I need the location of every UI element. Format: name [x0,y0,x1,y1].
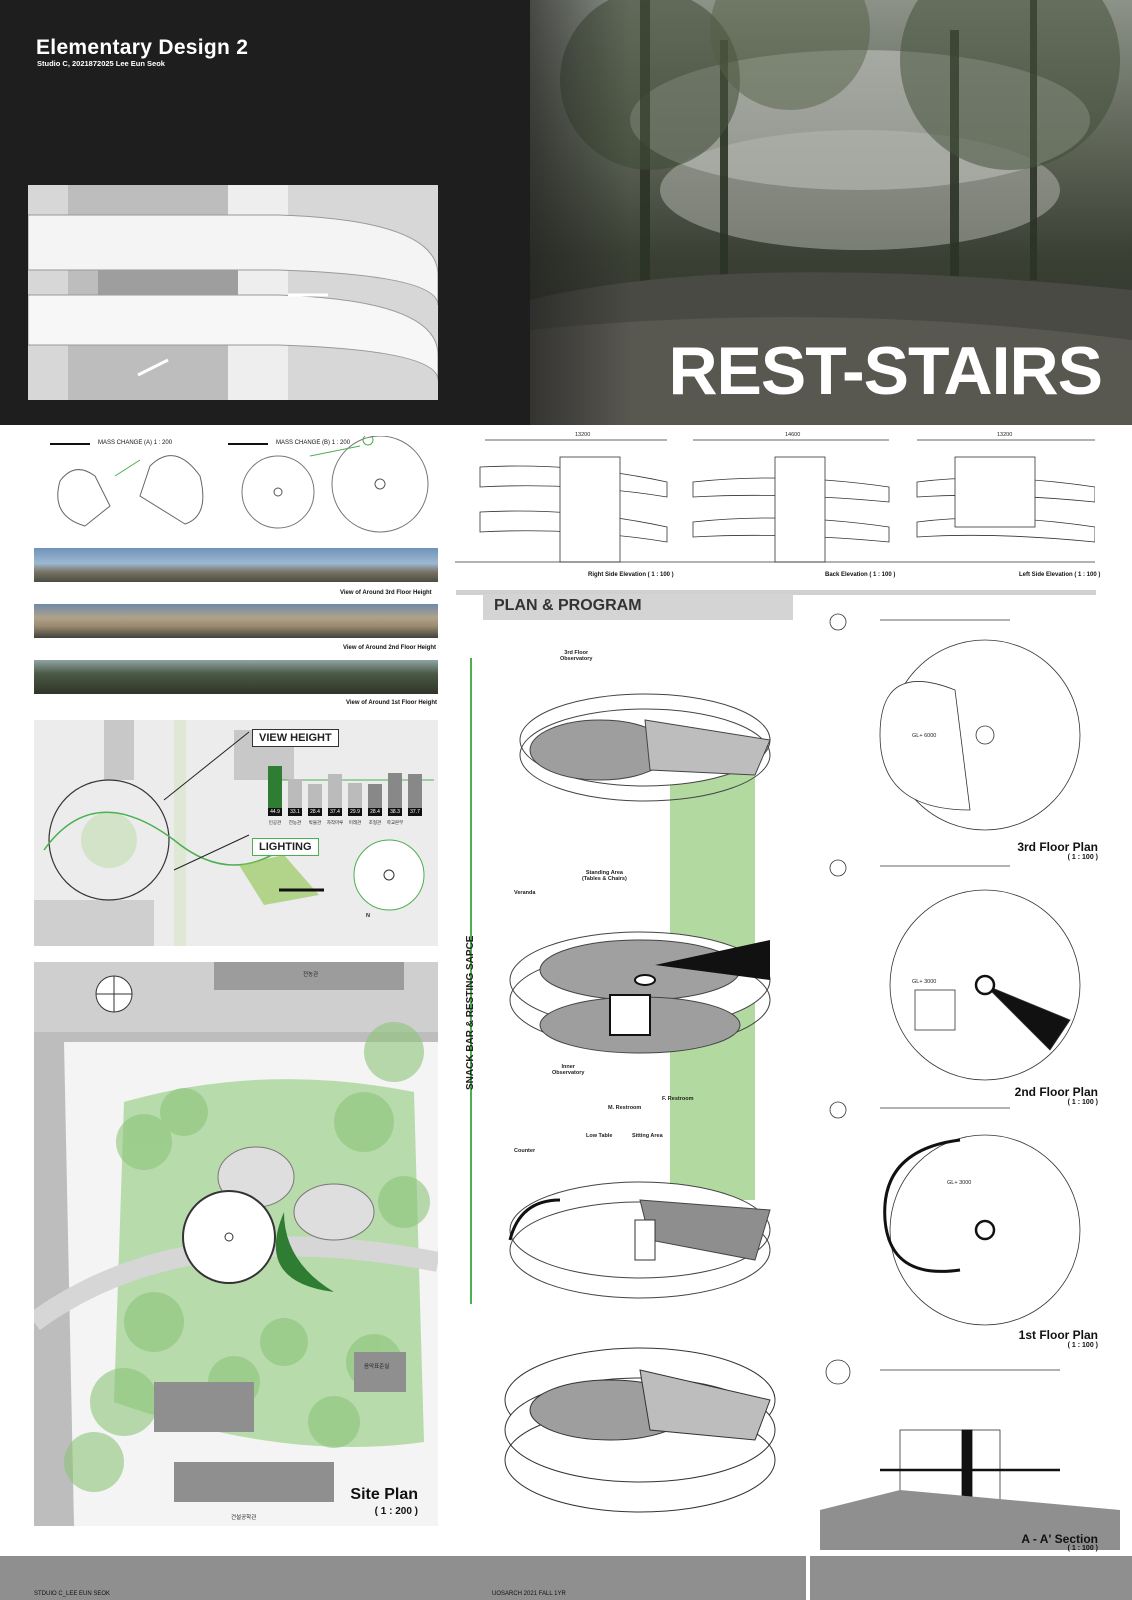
view-height-bar [408,774,422,816]
view-height-value: 37.4 [328,808,342,816]
view-height-building: 미래관 [348,820,362,825]
section-title: A - A' Section [1021,1532,1098,1546]
view-height-label: VIEW HEIGHT [252,729,339,747]
mass-change-b-label: MASS CHANGE (B) 1 : 200 [276,440,351,446]
view-height-bar [348,783,362,816]
plan-3rd-title: 3rd Floor Plan [1017,840,1098,854]
back-elevation-caption: Back Elevation ( 1 : 100 ) [825,572,896,578]
right-elev-dim: 13200 [575,432,591,438]
label-veranda: Veranda [514,890,536,896]
view-height-bar [388,773,402,816]
view-height-bar [288,779,302,816]
snack-bar-line [470,658,472,1304]
plan-program-heading: PLAN & PROGRAM [494,597,642,614]
view-height-value: 28.4 [368,808,382,816]
label-m-restroom: M. Restroom [608,1105,642,1111]
forest-photo [530,0,1132,425]
hero-render [28,185,438,400]
panorama-2nd-floor [34,604,438,638]
plan-2nd-title: 2nd Floor Plan [1014,1085,1098,1099]
label-inner-observatory: Inner Observatory [552,1064,585,1076]
view-height-building: 전농관 [288,820,302,825]
label-standing-area: Standing Area (Tables & Chairs) [582,870,627,882]
lighting-label: LIGHTING [252,838,319,856]
label-low-table: Low Table [586,1133,613,1139]
back-elev-dim: 14600 [785,432,801,438]
site-label-bottom: 건설공학관 [231,1515,257,1521]
label-counter: Counter [514,1148,536,1154]
plan-2nd-scale: ( 1 : 100 ) [1067,1099,1098,1106]
axonometric-diagrams [504,693,776,1513]
plan-1st-title: 1st Floor Plan [1018,1328,1098,1342]
gl-3rd: GL+ 6000 [912,733,937,739]
elevation-drawings [455,439,1095,563]
mass-change-a-label: MASS CHANGE (A) 1 : 200 [98,440,173,446]
panorama-1st-floor [34,660,438,694]
project-title: REST-STAIRS [668,333,1103,409]
footer-bar [0,1556,1132,1600]
gl-2nd: GL+ 3000 [912,979,937,985]
view-height-value: 28.4 [308,808,322,816]
view-height-building: 박물관 [308,820,322,825]
view-height-building: 자작마루 [326,820,344,825]
label-3rd-observatory: 3rd Floor Observatory [560,650,593,662]
footer-left-text: STDUIO C_LEE EUN SEOK [34,1591,111,1597]
left-elevation-caption: Left Side Elevation ( 1 : 100 ) [1019,572,1101,578]
view-height-bars: 44.9 인공관 33.1 전농관 28.4 박물관 37.4 자작마루 29.9 미래관 28.4… [268,748,432,826]
site-label-right: 음악표준실 [364,1364,390,1370]
panorama-3rd-caption: View of Around 3rd Floor Height [340,590,432,596]
plan-3rd-scale: ( 1 : 100 ) [1067,854,1098,861]
panorama-3rd-floor [34,548,438,582]
site-label-top: 전농관 [303,972,319,978]
mass-change-diagrams [50,436,429,533]
label-sitting-area: Sitting Area [632,1133,663,1139]
plan-1st-scale: ( 1 : 100 ) [1067,1342,1098,1349]
right-elevation-caption: Right Side Elevation ( 1 : 100 ) [588,572,674,578]
footer-divider [806,1556,810,1600]
board-title: Elementary Design 2 [36,36,249,59]
view-height-bar [268,766,282,816]
left-elev-dim: 13200 [997,432,1013,438]
panorama-1st-caption: View of Around 1st Floor Height [346,700,438,706]
view-height-value: 29.9 [348,808,362,816]
panorama-2nd-caption: View of Around 2nd Floor Height [343,645,436,651]
snack-bar-label: SNACK BAR & RESTING SAPCE [465,935,476,1090]
north-label: N [366,913,370,919]
view-height-building: 조형관 [368,820,382,825]
divider-bar [456,590,1096,595]
view-height-value: 37.7 [408,808,422,816]
view-height-building: 인공관 [268,820,282,825]
header-banner: Elementary Design 2 Studio C, 2021872025… [0,0,1132,425]
site-plan-title: Site Plan [350,1486,418,1503]
forest-illustration [530,0,1132,425]
view-height-building: 학교본부 [386,820,404,825]
floor-plan-drawings [820,613,1120,1550]
label-f-restroom: F. Restroom [662,1096,694,1102]
analysis-map [34,720,438,946]
site-plan-drawing [34,962,438,1526]
photo-fade [470,0,630,425]
view-height-value: 44.9 [268,808,282,816]
site-plan-scale: ( 1 : 200 ) [374,1506,418,1517]
view-height-bar [328,774,342,816]
plan-program-bar [483,594,793,620]
view-height-value: 38.3 [388,808,402,816]
footer-mid-text: UOSARCH 2021 FALL 1YR [492,1591,566,1597]
view-height-value: 33.1 [288,808,302,816]
section-scale: ( 1 : 100 ) [1067,1545,1098,1552]
gl-1st: GL+ 3000 [947,1180,972,1186]
board-subtitle: Studio C, 2021872025 Lee Eun Seok [37,59,165,68]
